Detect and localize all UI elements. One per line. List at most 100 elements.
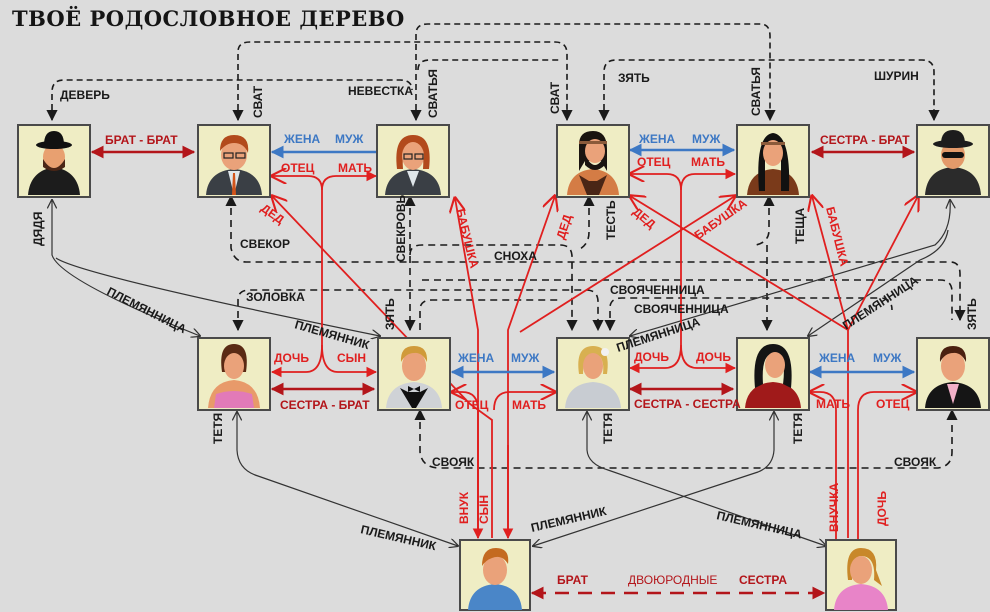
label-muzh-4: МУЖ	[873, 351, 901, 365]
otets3-line	[452, 392, 479, 538]
ded-line-2	[507, 196, 555, 538]
label-zhena-4: ЖЕНА	[818, 351, 856, 365]
right-red-diag	[847, 196, 918, 331]
label-sestra-brat-mid: СЕСТРА - БРАТ	[280, 398, 370, 412]
right-to-plemyannitsa-2	[808, 229, 949, 336]
zyat-mid-line	[419, 299, 560, 330]
ded-line-1	[272, 196, 493, 538]
label-zolovka: ЗОЛОВКА	[246, 290, 305, 304]
label-otets-2: ОТЕЦ	[637, 155, 671, 169]
label-svoyachenitsa-1: СВОЯЧЕННИЦА	[610, 283, 705, 297]
dyadya-to-plemyannitsa	[52, 200, 200, 336]
person-p13[interactable]	[825, 539, 897, 611]
label-ded-3: ДЕД	[630, 205, 659, 232]
label-plemyannitsa-4: ПЛЕМЯННИЦА	[715, 508, 803, 541]
label-doch-1: ДОЧЬ	[274, 351, 309, 365]
tetya1-to-plemyannik	[237, 412, 458, 546]
label-mat-3: МАТЬ	[512, 398, 546, 412]
label-doch-2: ДОЧЬ	[634, 350, 669, 364]
label-muzh-3: МУЖ	[511, 351, 539, 365]
dyadya-to-plemyannik	[55, 257, 380, 336]
zolovka-line	[232, 289, 604, 332]
person-p6[interactable]	[916, 124, 990, 198]
label-svat-1: СВАТ	[251, 85, 265, 118]
label-svekor: СВЕКОР	[240, 237, 290, 251]
woman-glasses-avatar-icon	[385, 135, 441, 195]
person-p3[interactable]	[376, 124, 450, 198]
label-vnuchka: ВНУЧКА	[827, 482, 841, 532]
person-p12[interactable]	[459, 539, 531, 611]
svatya-line-1	[410, 23, 776, 122]
label-mat-2: МАТЬ	[691, 155, 725, 169]
label-otets-3: ОТЕЦ	[455, 398, 489, 412]
label-svatya-2: СВАТЬЯ	[749, 67, 763, 116]
person-p4[interactable]	[556, 124, 630, 198]
label-zyat-mid: ЗЯТЬ	[383, 298, 397, 330]
zyat-shurin-line	[598, 59, 940, 122]
label-plemyannik-3: ПЛЕМЯННИК	[530, 504, 609, 535]
label-sestra-brat-top: СЕСТРА - БРАТ	[820, 133, 910, 147]
svekor-line	[225, 194, 966, 322]
woman-pink-dress-avatar-icon	[208, 344, 260, 408]
man-suit-avatar-icon	[925, 346, 981, 408]
person-p5[interactable]	[736, 124, 810, 198]
label-muzh-1: МУЖ	[335, 132, 363, 146]
label-syn-2: СЫН	[477, 495, 491, 524]
relation-labels: ДЕВЕРЬ СВАТ НЕВЕСТКА СВАТЬЯ СВАТ ЗЯТЬ СВ…	[31, 67, 979, 587]
label-sestra-bottom: СЕСТРА	[739, 573, 787, 587]
label-sestra-sestra: СЕСТРА - СЕСТРА	[634, 397, 741, 411]
label-svoyak-1: СВОЯК	[432, 455, 475, 469]
man-bearded-headband-avatar-icon	[567, 131, 619, 195]
person-p2[interactable]	[197, 124, 271, 198]
man-glasses-avatar-icon	[206, 135, 262, 195]
label-tetya-2: ТЕТЯ	[601, 413, 615, 444]
label-tetya-1: ТЕТЯ	[211, 413, 225, 444]
svatya-line-1b	[417, 59, 560, 71]
babushka-line-2	[519, 196, 735, 333]
label-zyat-right: ЗЯТЬ	[965, 298, 979, 330]
person-p11[interactable]	[916, 337, 990, 411]
marriage-lines	[270, 143, 916, 379]
label-tetya-3: ТЕТЯ	[791, 413, 805, 444]
label-syn-1: СЫН	[337, 351, 366, 365]
mat3-line	[493, 392, 555, 411]
woman-bride-avatar-icon	[565, 346, 621, 408]
label-ded-1: ДЕД	[258, 201, 287, 227]
label-muzh-2: МУЖ	[692, 132, 720, 146]
person-p1[interactable]	[17, 124, 91, 198]
label-babushka-3: БАБУШКА	[823, 205, 851, 268]
right-to-plemyannitsa	[630, 200, 950, 336]
label-zhena-3: ЖЕНА	[457, 351, 495, 365]
svat-line-1	[232, 41, 573, 122]
person-p8[interactable]	[377, 337, 451, 411]
svoyak-line	[414, 408, 958, 469]
woman-red-jacket-avatar-icon	[745, 344, 801, 408]
aunt-uncle-lines	[52, 200, 950, 546]
sibling-lines	[90, 145, 916, 600]
inlaw-dashed-lines	[46, 23, 940, 122]
person-p7[interactable]	[197, 337, 271, 411]
label-svoyak-2: СВОЯК	[894, 455, 937, 469]
person-p10[interactable]	[736, 337, 810, 411]
otets4-line	[857, 392, 916, 540]
label-mat-4: МАТЬ	[816, 397, 850, 411]
person-p9[interactable]	[556, 337, 630, 411]
label-dvoyurodnye: ДВОЮРОДНЫЕ	[628, 573, 717, 587]
label-plemyannitsa-2: ПЛЕМЯННИЦА	[615, 315, 702, 355]
man-hat-beard-avatar-icon	[28, 131, 80, 195]
label-test: ТЕСТЬ	[604, 200, 618, 240]
dever-line	[46, 79, 413, 122]
label-brat-brat: БРАТ - БРАТ	[105, 133, 178, 147]
label-nevestka: НЕВЕСТКА	[348, 84, 413, 98]
woman-long-hair-headband-avatar-icon	[747, 133, 799, 195]
label-babushka-1: БАБУШКА	[453, 207, 481, 270]
label-dever: ДЕВЕРЬ	[60, 88, 110, 102]
parents2-mat	[680, 168, 737, 191]
page-title: ТВОЁ РОДОСЛОВНОЕ ДЕРЕВО	[12, 6, 405, 31]
babushka-line-3	[812, 196, 849, 331]
label-svoyachenitsa-2: СВОЯЧЕННИЦА	[634, 302, 729, 316]
label-plemyannik-1: ПЛЕМЯННИК	[293, 317, 371, 352]
parents3-syn	[321, 344, 378, 378]
tescha-line	[755, 194, 775, 246]
